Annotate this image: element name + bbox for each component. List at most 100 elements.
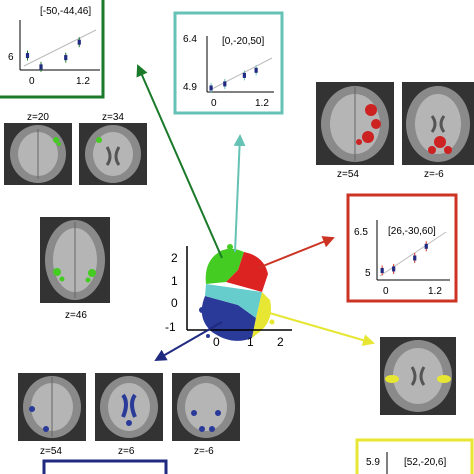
inset-point xyxy=(254,67,258,73)
red-inset-trend xyxy=(379,231,447,277)
cluster-blue-spray xyxy=(199,307,205,313)
yellow-inset-ytick: 5.9 xyxy=(366,457,380,468)
slice-label-red-b: z=-6 xyxy=(424,169,444,180)
activation-blob xyxy=(85,277,91,283)
cluster-red xyxy=(226,252,268,292)
red-inset-frame xyxy=(346,193,458,303)
red-inset-ytick-top: 6.5 xyxy=(354,227,368,238)
brain-inner xyxy=(393,348,443,404)
brain-slice-red-z54 xyxy=(316,82,394,165)
inset-point xyxy=(380,267,384,273)
center-xtick-2: 2 xyxy=(277,335,284,349)
yellow-inset-chart: 5.9 [52,-20,6] xyxy=(366,452,446,474)
center-scatter: 2 1 0 -1 0 1 2 xyxy=(165,244,292,349)
ventricles xyxy=(105,146,121,166)
slice-label-red-a: z=54 xyxy=(337,169,359,180)
activation-blob xyxy=(121,393,137,418)
center-ytick-2: 2 xyxy=(171,251,178,265)
activation-blob xyxy=(191,410,197,416)
red-inset-ytick-bottom: 5 xyxy=(365,268,371,279)
inset-point xyxy=(25,53,30,59)
inset-point xyxy=(223,81,227,87)
inset-point xyxy=(424,243,428,249)
slice-label-green-c: z=46 xyxy=(65,310,87,321)
green-inset-xtick-0: 0 xyxy=(29,76,35,87)
activation-blob xyxy=(199,426,205,432)
brain-slice-yellow xyxy=(380,337,456,415)
activation-blob xyxy=(434,136,446,148)
inset-point xyxy=(242,72,246,78)
cluster-blue-spray xyxy=(206,334,210,338)
inset-point xyxy=(392,266,396,272)
inset-point xyxy=(77,39,81,45)
brain-inner xyxy=(415,94,461,154)
activation-blob xyxy=(365,104,377,116)
navy-inset-frame xyxy=(42,459,168,474)
activation-blob xyxy=(437,375,451,383)
yellow-inset-frame xyxy=(355,438,474,474)
activation-blob xyxy=(444,146,452,154)
green-inset-chart: [-50,-44,46] 6 0 1.2 xyxy=(8,6,100,87)
cluster-teal xyxy=(205,284,262,318)
cluster-yellow xyxy=(252,292,271,338)
center-ytick-1: 1 xyxy=(171,274,178,288)
activation-blob xyxy=(43,426,49,432)
center-xtick-0: 0 xyxy=(213,335,220,349)
green-inset-frame xyxy=(0,0,105,99)
red-inset-points xyxy=(380,241,428,276)
teal-inset-title: [0,-20,50] xyxy=(222,36,264,47)
brain-inner xyxy=(185,383,227,431)
green-inset-points xyxy=(25,37,81,72)
teal-inset-frame xyxy=(173,11,284,115)
inset-point xyxy=(64,55,68,61)
red-inset-xtick-0: 0 xyxy=(383,286,389,297)
teal-inset-xtick-1: 1.2 xyxy=(255,98,269,109)
teal-inset-chart: [0,-20,50] 6.4 4.9 0 1.2 xyxy=(183,34,274,109)
arrow-teal xyxy=(233,134,246,253)
center-scatter-cloud xyxy=(199,244,275,341)
green-inset-trend xyxy=(23,29,97,67)
activation-blob xyxy=(59,276,65,282)
activation-blob xyxy=(57,142,61,146)
activation-blob xyxy=(53,268,61,276)
activation-blob xyxy=(371,119,381,129)
red-inset-title: [26,-30,60] xyxy=(388,226,436,237)
arrow-navy xyxy=(154,321,223,361)
brain-slice-green-z20 xyxy=(4,123,72,185)
green-inset-xtick-1: 1.2 xyxy=(76,76,90,87)
slice-label-blue-c: z=-6 xyxy=(194,446,214,457)
brain-slice-green-z34 xyxy=(79,123,147,185)
center-xtick-1: 1 xyxy=(247,335,254,349)
activation-blob xyxy=(53,137,59,143)
brain-slice-blue-z54 xyxy=(18,373,86,441)
activation-blob xyxy=(29,406,35,412)
slice-label-green-b: z=34 xyxy=(102,112,124,123)
brain-slice-blue-z-6 xyxy=(172,373,240,441)
inset-point xyxy=(39,64,43,70)
activation-blob xyxy=(215,410,221,416)
activation-blob xyxy=(362,131,374,143)
cluster-yellow-spray xyxy=(269,319,275,325)
activation-blob xyxy=(385,375,399,383)
brain-inner xyxy=(108,383,150,431)
activation-blob xyxy=(126,420,132,426)
activation-blob xyxy=(96,137,102,143)
arrow-green xyxy=(136,64,223,259)
slice-label-green-a: z=20 xyxy=(27,112,49,123)
teal-inset-ytick-bottom: 4.9 xyxy=(183,82,197,93)
activation-blob xyxy=(428,146,436,154)
center-ytick-neg1: -1 xyxy=(165,320,176,334)
inset-point xyxy=(413,255,417,261)
cluster-green xyxy=(205,248,244,284)
red-inset-xtick-1: 1.2 xyxy=(428,286,442,297)
brain-inner xyxy=(93,132,133,176)
red-inset-chart: [26,-30,60] 6.5 5 0 1.2 xyxy=(354,220,450,297)
brain-slice-red-z-6 xyxy=(402,82,474,165)
activation-blob xyxy=(356,139,362,145)
green-inset-title: [-50,-44,46] xyxy=(40,6,91,17)
activation-blob xyxy=(88,269,96,277)
cluster-green-spray xyxy=(227,244,233,250)
inset-point xyxy=(209,85,213,91)
slice-label-blue-a: z=54 xyxy=(40,446,62,457)
